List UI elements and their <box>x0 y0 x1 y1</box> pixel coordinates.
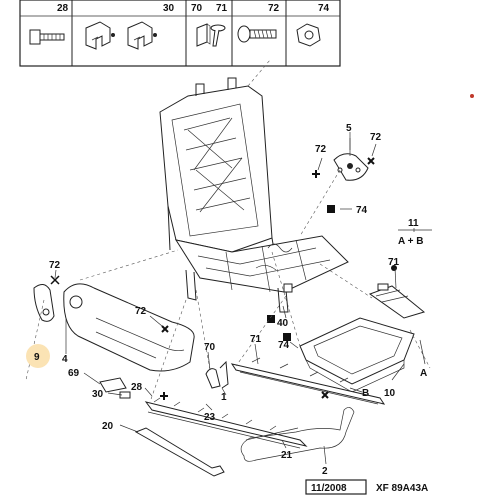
callout-2: 2 <box>322 466 328 477</box>
callout-71: 71 <box>388 257 400 268</box>
clip-icon <box>196 23 211 47</box>
callout-9: 9 <box>34 352 40 363</box>
nut-icon <box>296 23 321 47</box>
callout-labels: 5 72 72 74 11 A + B 71 72 72 9 4 40 74 7… <box>26 123 432 477</box>
callout-11: 11 <box>408 218 419 229</box>
callout-4: 4 <box>62 354 68 365</box>
callout-1: 1 <box>221 392 227 403</box>
callout-9-badge: 9 <box>26 344 50 368</box>
header-part-number: 30 <box>163 3 175 14</box>
callout-69: 69 <box>68 368 80 379</box>
seat-slide-rails <box>144 357 386 449</box>
callout-20: 20 <box>102 421 114 432</box>
header-part-number: 71 <box>216 3 228 14</box>
callout-28: 28 <box>131 382 143 393</box>
fastener-markers <box>50 94 474 400</box>
callout-a: A <box>420 368 427 379</box>
header-parts-table: 28 30 70 71 72 74 <box>19 0 341 67</box>
part-20-bracket <box>134 427 225 477</box>
callout-70: 70 <box>204 342 216 353</box>
callout-72: 72 <box>49 260 61 271</box>
callout-72: 72 <box>370 132 382 143</box>
part-9-handle <box>33 284 55 322</box>
push-pin-icon <box>210 24 226 47</box>
bolt-icon <box>29 29 65 45</box>
callout-74: 74 <box>356 205 368 216</box>
header-part-number: 72 <box>268 3 280 14</box>
callout-40: 40 <box>277 318 289 329</box>
callout-21: 21 <box>281 450 293 461</box>
header-part-number: 70 <box>191 3 203 14</box>
callout-74: 74 <box>278 340 290 351</box>
callout-b: B <box>362 388 369 399</box>
callout-23: 23 <box>204 412 216 423</box>
part-2-towel-bar <box>240 407 355 462</box>
footer-date: 11/2008 <box>311 483 347 494</box>
header-part-number: 28 <box>57 3 69 14</box>
seat-back-frame <box>159 77 277 263</box>
part-4-side-cover <box>63 283 195 372</box>
clip-pair-icon <box>85 21 157 50</box>
callout-10: 10 <box>384 388 396 399</box>
part-5-bracket <box>333 138 369 181</box>
screw-icon <box>237 25 277 43</box>
callout-11-sub: A + B <box>398 236 423 247</box>
callout-leaders <box>54 132 426 465</box>
assembly-guide-lines <box>25 59 431 403</box>
part-69-clip <box>99 377 127 393</box>
callout-71: 71 <box>250 334 262 345</box>
part-1-latch <box>205 360 229 389</box>
callout-72: 72 <box>135 306 147 317</box>
callout-72: 72 <box>315 144 327 155</box>
header-part-number: 74 <box>318 3 330 14</box>
seat-cushion-frame <box>174 235 349 313</box>
callout-5: 5 <box>346 123 352 134</box>
part-10-tray <box>299 317 415 393</box>
footer-box: 11/2008 XF 89A43A <box>305 479 428 495</box>
footer-reference: XF 89A43A <box>376 483 428 494</box>
callout-30: 30 <box>92 389 104 400</box>
part-a-rail <box>368 283 426 319</box>
